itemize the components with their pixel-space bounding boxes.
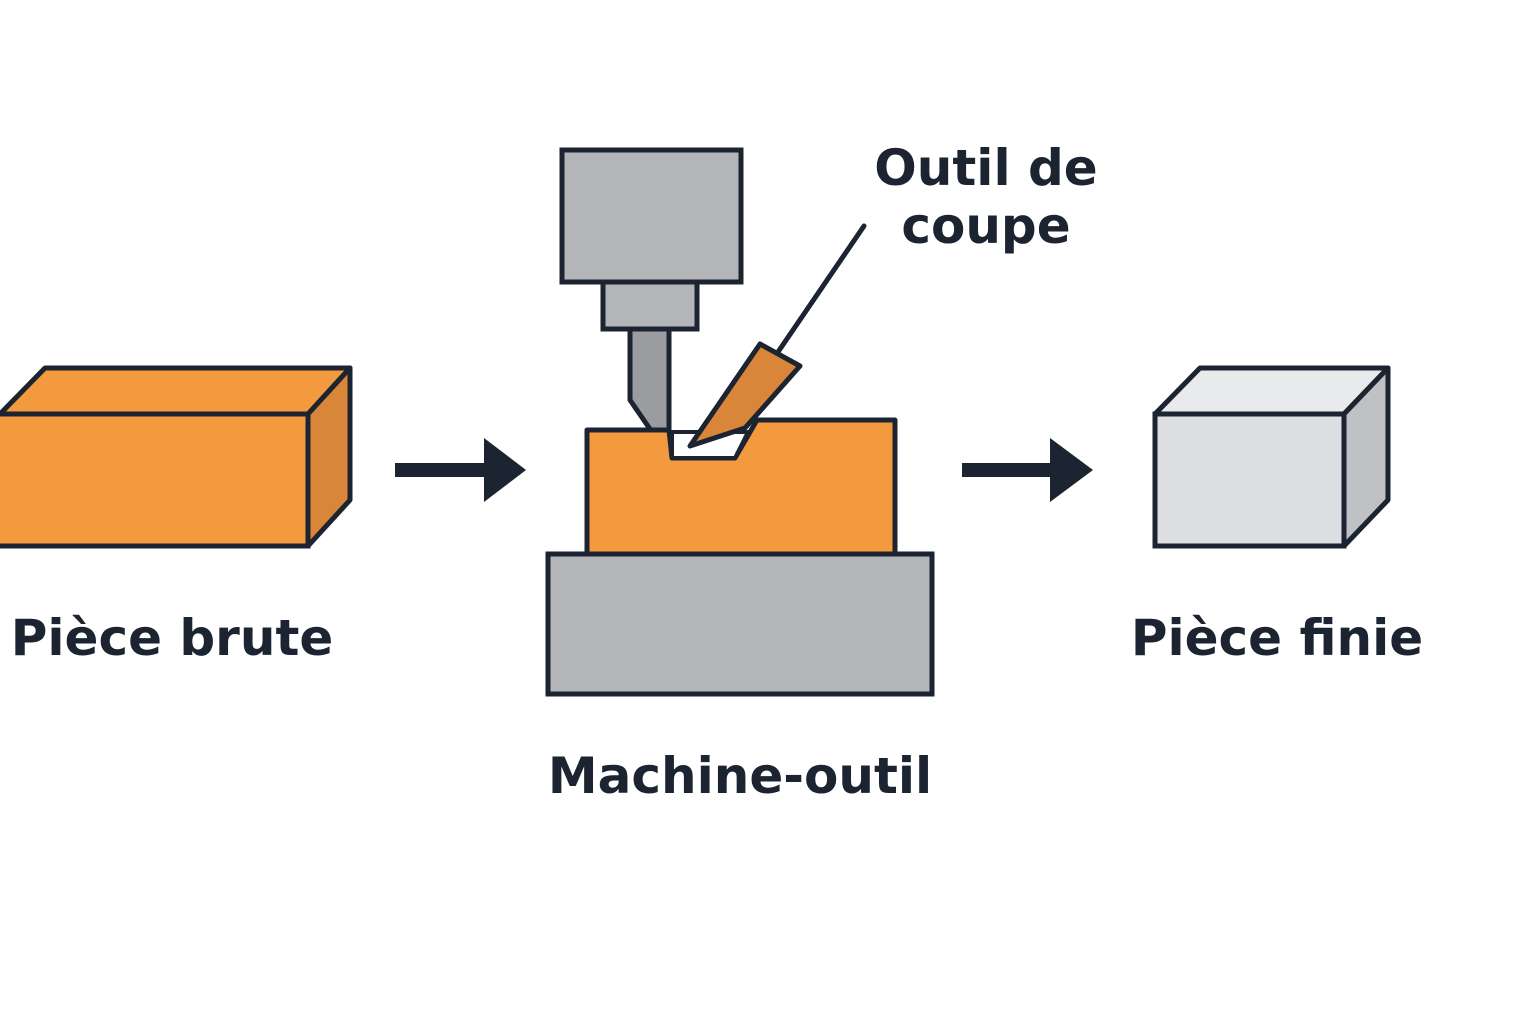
spindle-collar [600,279,700,332]
arrow-shaft [395,463,490,477]
cutting-tool-label: Outil de coupe [874,139,1098,255]
arrow-shaft [962,463,1056,477]
cutting-tool-leader-line [775,223,867,355]
raw-part-front-face [0,411,311,549]
arrow-machine-to-finished [962,438,1093,502]
cutting-tool-label-line1: Outil de [874,139,1098,197]
machine-head [559,147,744,285]
spindle-mill [627,326,672,435]
finished-part-front-face [1152,411,1347,549]
cutting-tool-label-line2: coupe [901,196,1071,255]
raw-part-label: Pièce brute [10,609,334,667]
finished-part-block [1152,365,1391,549]
machine-tool-label: Machine-outil [547,747,933,805]
machine-tool [545,147,935,697]
raw-part-block [0,365,353,549]
machine-base [545,551,935,697]
arrow-head [484,438,526,502]
finished-part-label: Pièce finie [1130,609,1424,667]
cutting-tool-insert [687,341,803,449]
arrow-raw-to-machine [395,438,526,502]
arrow-head [1050,438,1093,502]
raw-part-top-face [0,365,353,417]
